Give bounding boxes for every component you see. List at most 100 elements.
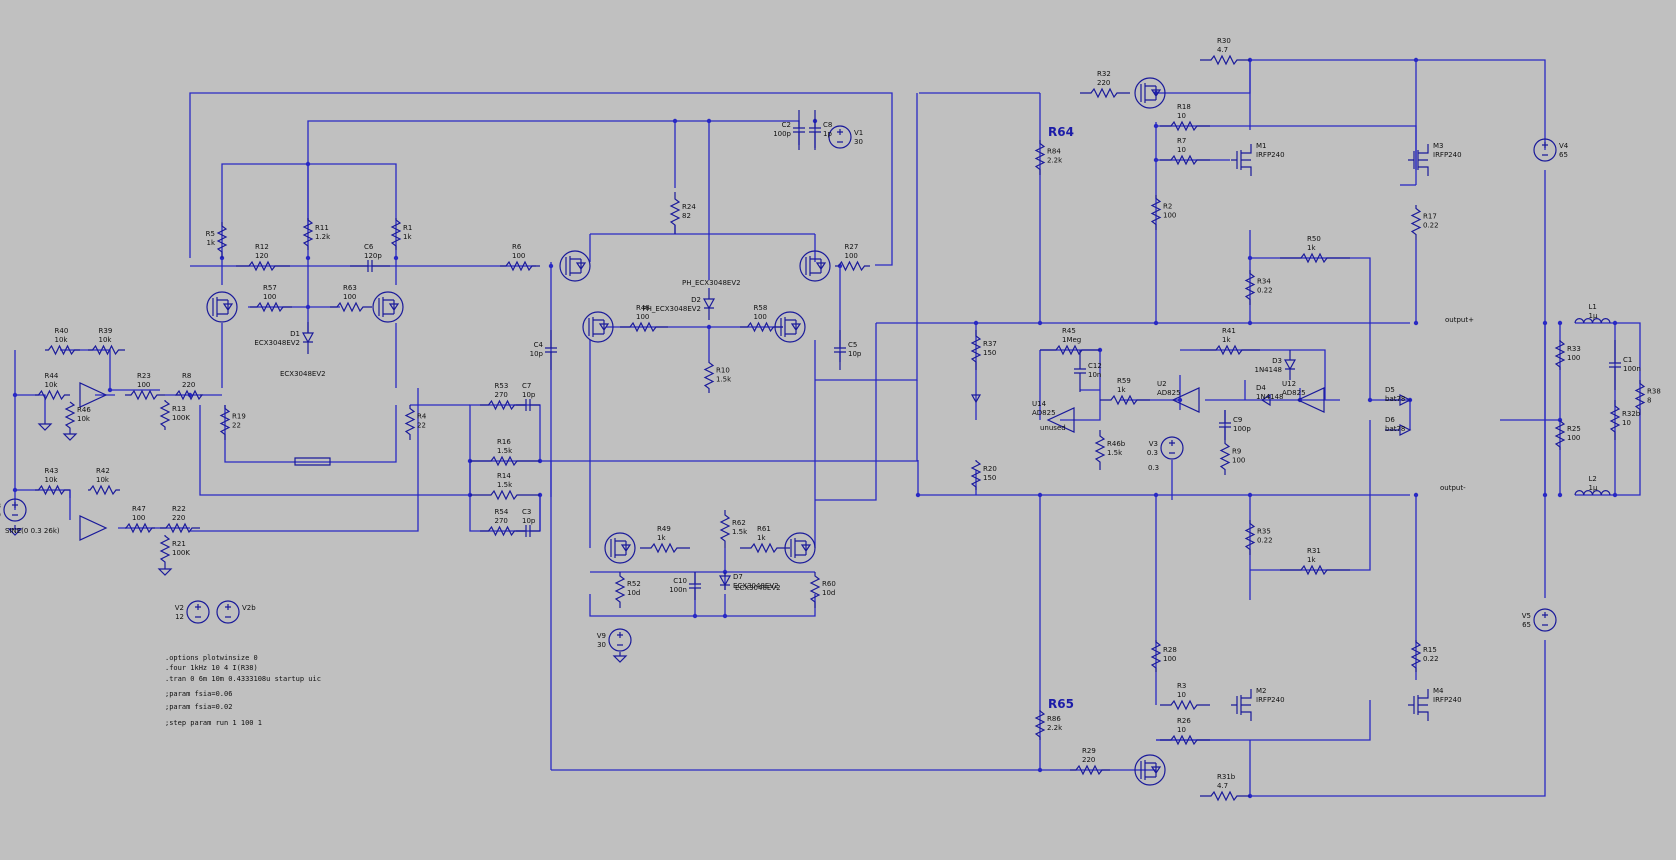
component-value-r24: 82 (682, 212, 691, 220)
component-ref-v8: V8 (0, 502, 1, 510)
component-value-r2: 100 (1163, 212, 1176, 220)
resistor-r33 (1554, 340, 1566, 370)
resistor-r52 (614, 572, 626, 608)
component-value-r19: 22 (232, 422, 241, 430)
wire (1156, 125, 1417, 170)
component-ref-v4: V4 (1559, 142, 1569, 150)
component-value-d2: PH_ECX3048EV2 (682, 279, 741, 287)
component-ref-r23: R23 (137, 372, 151, 380)
component-value-u2: AD825 (1157, 389, 1181, 397)
junction-dot (1037, 320, 1043, 326)
component-ref-m1: M1 (1256, 142, 1267, 150)
resistor-r13 (159, 400, 171, 430)
wire (190, 388, 419, 532)
component-value-m4: IRFP240 (1433, 696, 1462, 704)
component-ref-v2b: V2b (242, 604, 256, 612)
component-value-r20: 150 (983, 474, 996, 482)
component-value-v1: 30 (854, 138, 863, 146)
resistor-r49 (640, 542, 690, 554)
resistor-r25 (1554, 420, 1566, 450)
component-value-r44: 10k (45, 381, 59, 389)
component-value-v5: 65 (1522, 621, 1531, 629)
wire (540, 380, 918, 462)
component-value-c12: 10n (1088, 371, 1101, 379)
wire (15, 394, 46, 420)
mosfet-q7 (1134, 77, 1166, 109)
component-value-v3: 0.3 (1147, 449, 1158, 457)
wire (60, 349, 111, 390)
component-ref-m4: M4 (1433, 687, 1444, 695)
schottky-diodes (1385, 394, 1412, 436)
capacitor-c7 (516, 399, 540, 411)
component-value-r32: 220 (1097, 79, 1110, 87)
component-value-r46: 10k (77, 415, 91, 423)
component-value-u14: AD825 (1032, 409, 1056, 417)
junction-dot (1153, 157, 1159, 163)
mosfet-glyph (1408, 144, 1429, 176)
resistor-r54 (480, 525, 525, 537)
component-value-r59: 1k (1117, 386, 1126, 394)
component-ref-c9: C9 (1233, 416, 1242, 424)
junction-dot (1153, 320, 1159, 326)
component-value-d5: bat78 (1385, 395, 1405, 403)
resistor-r34 (1244, 270, 1256, 305)
junction-dot (1153, 492, 1159, 498)
component-ref-r21: R21 (172, 540, 186, 548)
component-ref-c10: C10 (673, 577, 687, 585)
component-value-r27: 100 (845, 252, 858, 260)
component-ref-r84: R84 (1047, 148, 1061, 156)
component-ref-r20: R20 (983, 465, 997, 473)
capacitor-c1 (1609, 340, 1621, 390)
component-ref-r18: R18 (1177, 103, 1191, 111)
resistor-r61 (740, 542, 790, 554)
mosfet-glyph (212, 297, 234, 317)
component-ref-r28: R28 (1163, 646, 1177, 654)
resistor-r28 (1150, 640, 1162, 672)
component-value-r5: 1k (206, 239, 215, 247)
mosfet-glyph (610, 538, 632, 558)
ground-symbol (7, 525, 23, 536)
resistor-r6 (500, 260, 540, 272)
component-value-r58: 100 (754, 313, 767, 321)
component-ref-r61: R61 (757, 525, 771, 533)
component-ref-c3: C3 (522, 508, 531, 516)
component-ref-d1: D1 (290, 330, 300, 338)
r65-highlight-label: R65 (1048, 697, 1074, 711)
mosfet-glyph (805, 256, 827, 276)
junction-dot (305, 255, 311, 261)
junction-dot (1413, 57, 1419, 63)
mosfet-glyph (378, 297, 400, 317)
mosfet-body (1134, 754, 1166, 786)
mosfet-glyph (780, 317, 802, 337)
component-ref-r47: R47 (132, 505, 146, 513)
component-value-r49: 1k (657, 534, 666, 542)
component-value-r38: 8 (1647, 397, 1651, 405)
component-ref-c6: C6 (364, 243, 374, 251)
resistor-r8 (174, 389, 204, 401)
trimmer-potentiometer (294, 457, 331, 466)
component-value-d2: PH_ECX3048EV2 (642, 305, 701, 313)
opamp-u14 (1046, 407, 1075, 433)
component-ref-r11: R11 (315, 224, 329, 232)
mosfet-body (799, 250, 831, 282)
resistor-r29 (1070, 764, 1110, 776)
junction-dot (1177, 397, 1183, 403)
resistor-r84 (1034, 140, 1046, 175)
power-mosfet-m1 (1231, 144, 1252, 176)
junction-dot (393, 255, 399, 261)
resistor-r23 (125, 389, 165, 401)
wire (224, 405, 397, 463)
component-ref-r7: R7 (1177, 137, 1186, 145)
component-value-r6: 100 (512, 252, 525, 260)
resistor-r17 (1410, 205, 1422, 240)
component-ref-r5: R5 (206, 230, 215, 238)
diode-d4 (1260, 393, 1271, 407)
component-value-d3: 1N4148 (1254, 366, 1282, 374)
inductor-l2 (1574, 490, 1611, 496)
component-value-m1: IRFP240 (1256, 151, 1285, 159)
component-value-r35: 0.22 (1257, 537, 1273, 545)
component-value-r28: 100 (1163, 655, 1176, 663)
component-ref-r62: R62 (732, 519, 746, 527)
voltage-source-v2b (216, 600, 240, 624)
component-ref-v5: V5 (1522, 612, 1531, 620)
